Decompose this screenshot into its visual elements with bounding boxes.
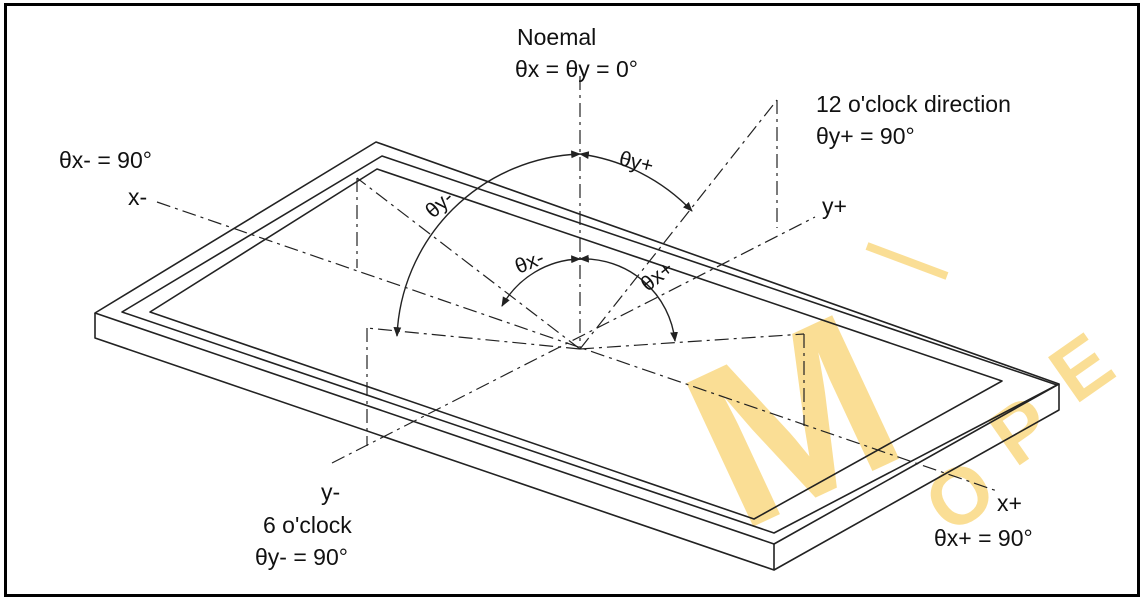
twelve-oclock-angle: θy+ = 90°: [816, 123, 915, 149]
x-minus-axis-label: x-: [128, 184, 148, 210]
x-plus-axis-label: x+: [997, 490, 1022, 516]
six-oclock-title: 6 o'clock: [263, 512, 352, 538]
ray-y-plus: [579, 99, 778, 350]
arc-x-plus: [579, 254, 678, 342]
diagram-frame: M O P E: [4, 3, 1140, 597]
twelve-oclock-title: 12 o'clock direction: [816, 91, 1011, 117]
x-minus-angle: θx- = 90°: [59, 147, 152, 173]
arc-y-plus: [579, 151, 693, 212]
ray-y-minus: [356, 177, 581, 350]
y-plus-axis-label: y+: [822, 193, 847, 219]
normal-angles: θx = θy = 0°: [515, 56, 638, 82]
panel-front-face: [94, 313, 775, 571]
panel-side-face: [773, 384, 1060, 571]
ray-x-plus: [579, 333, 805, 350]
active-area: [149, 168, 1003, 520]
normal-title: Noemal: [517, 24, 597, 50]
arc-y-minus: [393, 150, 581, 337]
y-minus-axis-label: y-: [321, 479, 341, 505]
y-axis: [331, 216, 816, 464]
panel-inner-edge: [121, 155, 1058, 534]
six-oclock-angle: θy- = 90°: [255, 544, 348, 570]
arc-x-minus: [501, 255, 581, 307]
watermark-slash: [865, 242, 949, 280]
x-plus-angle: θx+ = 90°: [934, 525, 1033, 551]
ray-x-minus: [366, 327, 581, 350]
panel-diagram: [94, 76, 1060, 571]
